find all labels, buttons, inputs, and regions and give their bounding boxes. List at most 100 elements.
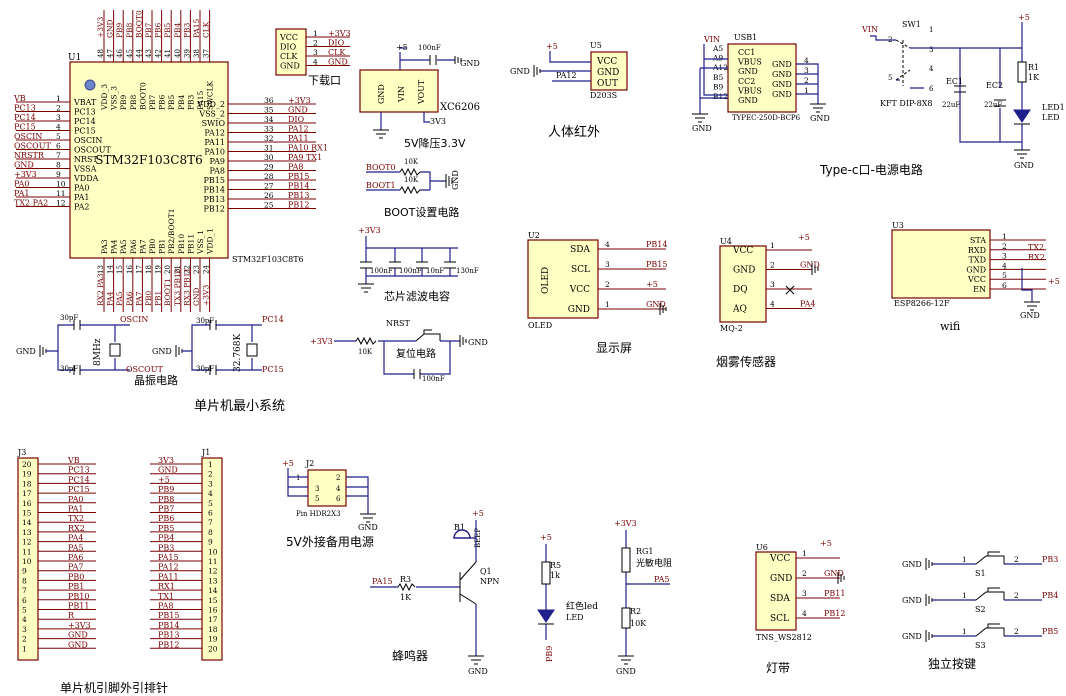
filter-cap2: 100nF <box>399 267 422 275</box>
ldo-gnd-icon <box>373 129 389 139</box>
oled-pin-num: 1 <box>605 300 610 309</box>
mcu-pin-num: 44 <box>135 49 143 58</box>
red-led-circuit[interactable]: +5 R5 1k 红色led LED PB9 <box>537 533 598 662</box>
j2-body[interactable] <box>307 469 347 507</box>
mcu-pin-num: 8 <box>56 161 61 170</box>
ws-body[interactable] <box>755 551 797 631</box>
sw-pin5: 5 <box>888 74 892 82</box>
mq2-pin-name: VCC <box>732 246 753 256</box>
mq2-pin-name: GND <box>733 266 755 276</box>
key-switch-icon[interactable] <box>975 551 1005 565</box>
j3-pin-num: 15 <box>22 509 32 518</box>
pir-sensor[interactable]: U5 +5 VCC GND OUT D203S GND PA12 人体红外 <box>510 41 628 140</box>
j3-pin-net: PA6 <box>68 553 84 562</box>
mcu-pin-name: PA15 <box>196 90 205 110</box>
ws-pin-net: PB11 <box>824 589 845 598</box>
mcu-pin-name: PA0 <box>74 184 90 193</box>
mcu-pin-name: OSCOUT <box>74 146 111 155</box>
pir-gnd-icon <box>533 65 541 77</box>
j3-body[interactable] <box>17 457 39 661</box>
crystal-title: 晶振电路 <box>134 373 178 387</box>
reset-title: 复位电路 <box>396 347 436 360</box>
mcu-body[interactable] <box>69 61 229 259</box>
esp-body[interactable] <box>891 229 991 299</box>
typec-pin-num: B9 <box>713 82 724 91</box>
reset-circuit[interactable]: +3V3 10K NRST 复位电路 100nF GND <box>310 319 488 383</box>
download-port-title: 下载口 <box>308 74 341 87</box>
mcu-pin-net: PB6 <box>154 22 163 38</box>
rled-pwr: +5 <box>540 533 552 542</box>
mcu-pin-num: 18 <box>145 265 153 274</box>
mcu-pin-name: BOOT0 <box>138 82 147 110</box>
typec-body[interactable] <box>727 43 797 113</box>
ec2-val: 22uF <box>984 101 1002 109</box>
j1-body[interactable] <box>201 457 223 661</box>
typec-pin-num: 4 <box>804 56 809 65</box>
power-switch[interactable]: VIN SW1 1 2 3 4 5 6 KFT DIP-8X8 EC1 22uF… <box>861 13 1065 170</box>
key-switch-icon[interactable] <box>975 587 1005 601</box>
j3-pin-num: 6 <box>22 596 27 605</box>
boot0-net: BOOT0 <box>366 163 396 172</box>
crystal-circuit[interactable]: GND GND 30pF 30pF 30pF 30pF 8MHz 32.768K… <box>16 314 284 387</box>
mcu-pin-name: PA8 <box>209 167 225 176</box>
j1-pin-num: 16 <box>208 606 218 615</box>
mcu-pin-name: PC13 <box>74 108 96 117</box>
mq2-body[interactable] <box>719 245 767 323</box>
header-j2[interactable]: +5 J2 1 2 3 4 5 6 Pin HDR2X3 GND 5V外接备用电… <box>282 459 378 549</box>
oled-body[interactable] <box>527 239 599 319</box>
ldo-xc6206[interactable]: +5 100nF GND VIN VOUT XC6206 3V3 GND 5V降… <box>359 43 480 150</box>
ldo-body[interactable] <box>359 69 439 113</box>
j3-pin-num: 7 <box>22 586 27 595</box>
j1-pin-num: 3 <box>208 479 213 488</box>
xtal-pc14: PC14 <box>262 315 284 324</box>
mcu-pin-net: GND <box>192 287 201 306</box>
j3-pin-num: 17 <box>22 489 32 498</box>
j1-pin-net: PB5 <box>158 524 174 533</box>
ldr-circuit[interactable]: +3V3 RG1 光敏电阻 PA5 R2 10K GND <box>614 519 672 676</box>
mcu-pin-net: +3V3 <box>14 170 37 179</box>
j3-pin-net: PC15 <box>68 485 90 494</box>
esp-pin-num: 1 <box>1002 232 1007 241</box>
j1-pin-net: PA12 <box>158 563 179 572</box>
typec-pin-num: A9 <box>712 54 723 63</box>
j1-pin-net: PA11 <box>158 572 179 581</box>
mcu-pin-net: GND <box>106 19 115 38</box>
filter-caps[interactable]: +3V3 100nF 100nF 10nF 130nF 芯片滤波电容 <box>358 226 479 303</box>
ldo-title: 5V降压3.3V <box>404 136 466 150</box>
mcu-pin-net: PA1 <box>14 189 30 198</box>
mq2-pin-net: PA4 <box>800 300 816 309</box>
key-switch-icon[interactable] <box>975 623 1005 637</box>
mcu-pin-name: PA7 <box>138 239 147 254</box>
mcu-pin-net: PB9 <box>115 22 124 38</box>
boot-circuit[interactable]: BOOT0 BOOT1 10K 10K GND BOOT设置电路 <box>366 158 460 219</box>
j3-pin-net: VB <box>67 456 80 465</box>
mq2-pin-name: AQ <box>732 305 747 315</box>
j1-pin-net: PB3 <box>158 543 174 552</box>
download-port-body[interactable] <box>275 28 307 76</box>
oled-pin-net: PB15 <box>646 260 667 269</box>
typec-pin-num: A5 <box>712 44 723 53</box>
key-gnd-net: GND <box>902 632 922 641</box>
mcu-pin-num: 22 <box>183 265 191 274</box>
typec-title: Type-c口-电源电路 <box>819 162 923 177</box>
mcu-pin-name: OSCIN <box>74 136 102 145</box>
oled-pin-name: GND <box>568 305 590 315</box>
esp-pin-name: RXD <box>968 246 986 255</box>
dl-pin-num: 1 <box>313 29 318 38</box>
boot-wires <box>366 171 446 191</box>
buzzer-circuit[interactable]: +5 B1 BEEP Q1 NPN R3 1K PA15 GND 蜂鸣器 <box>370 509 499 676</box>
pir-body[interactable] <box>590 51 628 91</box>
filter-net: +3V3 <box>358 226 381 235</box>
